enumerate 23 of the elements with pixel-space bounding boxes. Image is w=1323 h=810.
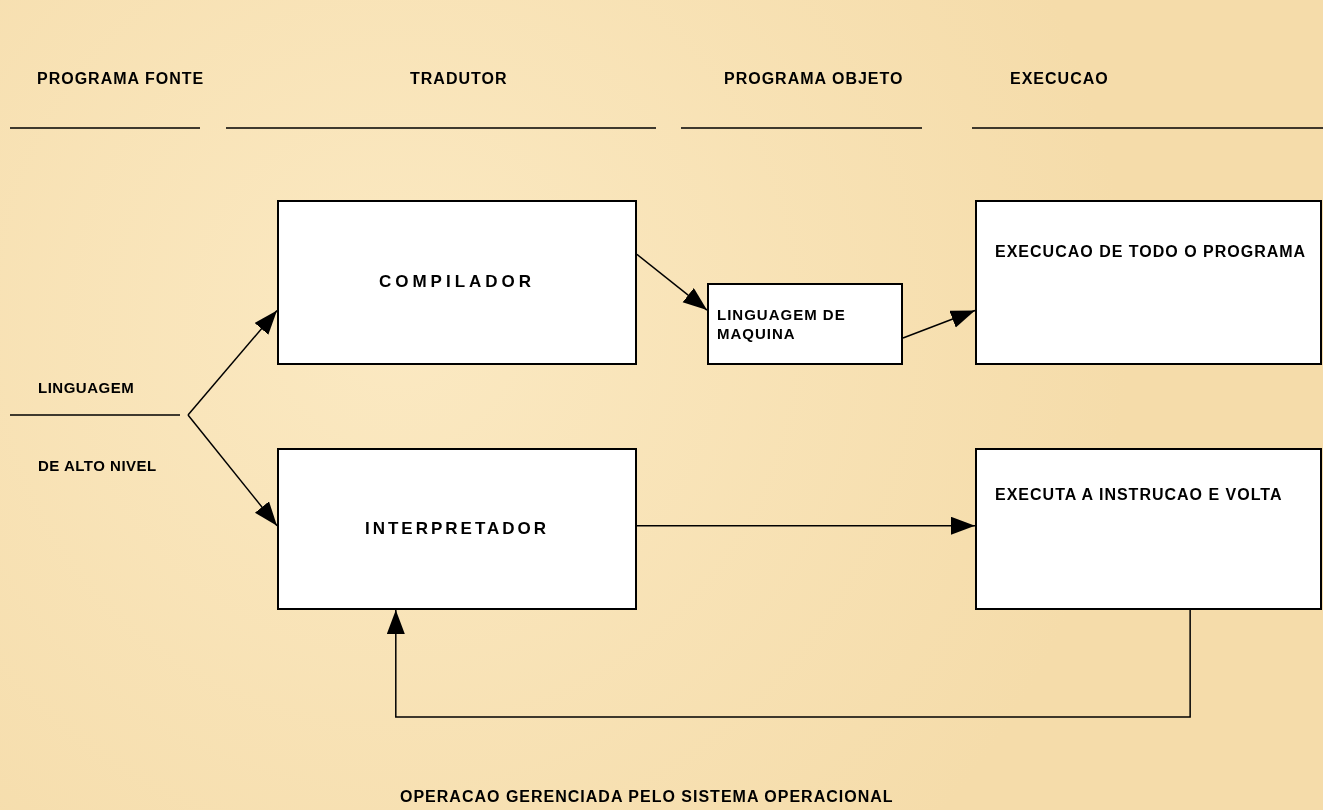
process-box xyxy=(277,200,637,365)
arrow xyxy=(187,414,278,527)
process-box xyxy=(975,200,1322,365)
box-label: EXECUTA A INSTRUCAO E VOLTA xyxy=(995,485,1283,505)
process-box xyxy=(707,283,903,365)
arrow xyxy=(187,309,278,416)
column-heading: PROGRAMA OBJETO xyxy=(724,69,904,89)
input-label: DE ALTO NIVEL xyxy=(38,456,158,477)
column-heading: EXECUCAO xyxy=(1010,69,1110,89)
arrow xyxy=(386,609,1191,718)
input-label: LINGUAGEM xyxy=(38,378,136,398)
arrow xyxy=(902,309,976,339)
box-label: EXECUCAO DE TODO O PROGRAMA xyxy=(995,242,1307,262)
box-label: LINGUAGEM DE MAQUINA xyxy=(717,304,847,344)
process-box xyxy=(975,448,1322,610)
column-heading: TRADUTOR xyxy=(410,69,509,89)
caption-text: OPERACAO GERENCIADA PELO SISTEMA OPERACIONAL xyxy=(400,787,895,807)
column-heading: PROGRAMA FONTE xyxy=(37,69,206,89)
arrow xyxy=(636,516,976,535)
process-box xyxy=(277,448,637,610)
arrow xyxy=(636,253,708,311)
box-label: COMPILADOR xyxy=(378,271,536,294)
box-label: INTERPRETADOR xyxy=(364,517,550,540)
